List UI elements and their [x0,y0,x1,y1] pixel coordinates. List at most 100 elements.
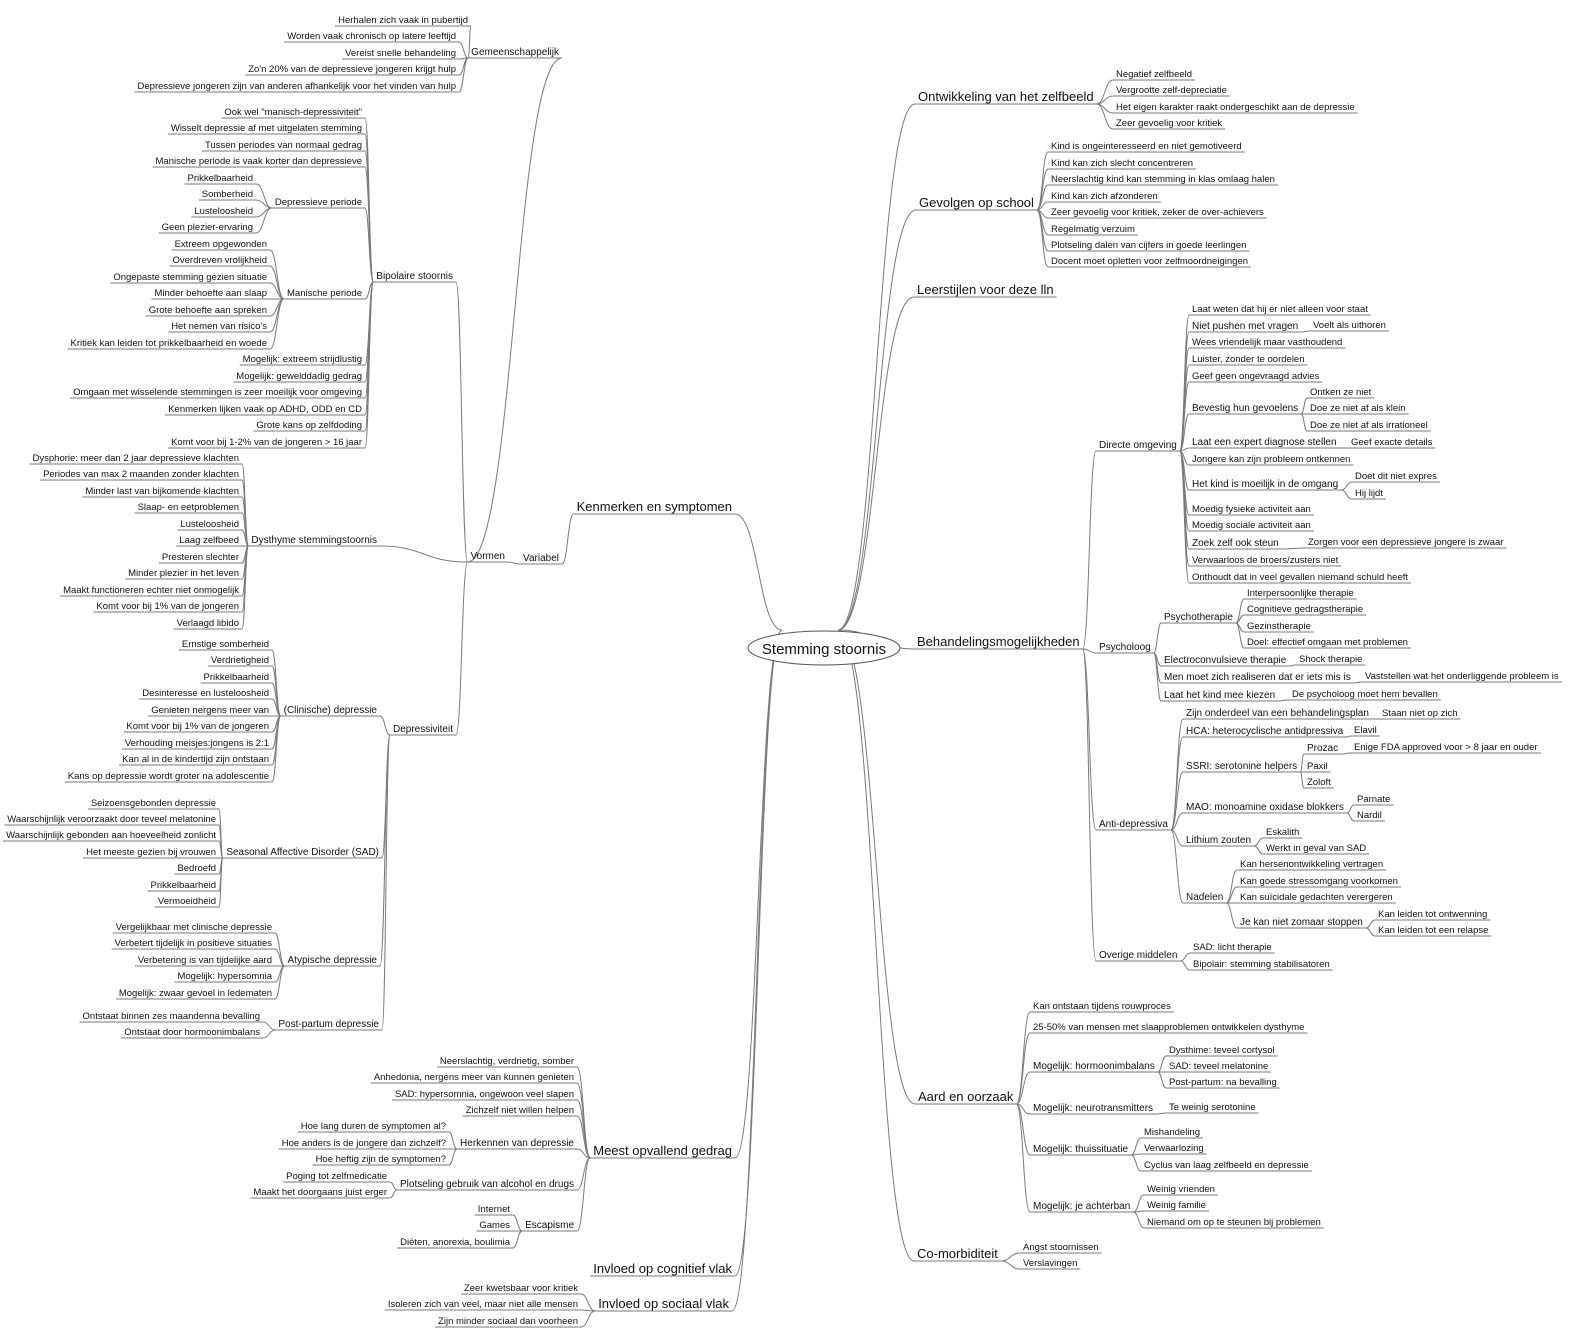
topic-vermoeidheid[interactable]: Vermoeidheid [158,896,216,907]
topic-worden-vaak-chronisch-op-latere-leeftijd[interactable]: Worden vaak chronisch op latere leeftijd [287,31,456,42]
topic-kan-leiden-tot-een-relapse[interactable]: Kan leiden tot een relapse [1378,925,1488,936]
topic-bevestig-hun-gevoelens[interactable]: Bevestig hun gevoelens [1192,403,1298,414]
topic-weinig-familie[interactable]: Weinig familie [1147,1200,1206,1211]
topic-hij-lijdt[interactable]: Hij lijdt [1355,488,1383,499]
topic-overdreven-vrolijkheid[interactable]: Overdreven vrolijkheid [172,255,267,266]
topic-ontstaat-binnen-zes-maandenna-bevalling[interactable]: Ontstaat binnen zes maandenna bevalling [83,1011,260,1022]
topic-interpersoonlijke-therapie[interactable]: Interpersoonlijke therapie [1247,588,1354,599]
topic-depressieve-jongeren-zijn-van-anderen-af[interactable]: Depressieve jongeren zijn van anderen af… [138,81,456,92]
topic-anhedonia-nergens-meer-van-kunnen-geniet[interactable]: Anhedonia, nergens meer van kunnen genie… [374,1072,574,1083]
topic-anti-depressiva[interactable]: Anti-depressiva [1099,819,1168,830]
topic-minder-behoefte-aan-slaap[interactable]: Minder behoefte aan slaap [155,288,268,299]
topic-waarschijnlijk-veroorzaakt-door-teveel-m[interactable]: Waarschijnlijk veroorzaakt door teveel m… [7,814,216,825]
topic-mogelijk-thuissituatie[interactable]: Mogelijk: thuissituatie [1033,1144,1128,1155]
topic-zeer-gevoelig-voor-kritiek[interactable]: Zeer gevoelig voor kritiek [1116,118,1222,129]
topic-zoloft[interactable]: Zoloft [1307,777,1331,788]
topic-atypische-depressie[interactable]: Atypische depressie [288,955,378,966]
topic-overige-middelen[interactable]: Overige middelen [1099,950,1177,961]
topic-de-psycholoog-moet-hem-bevallen[interactable]: De psycholoog moet hem bevallen [1292,689,1438,700]
topic-games[interactable]: Games [479,1220,510,1231]
topic-grote-behoefte-aan-spreken[interactable]: Grote behoefte aan spreken [149,305,267,316]
topic-wees-vriendelijk-maar-vasthoudend[interactable]: Wees vriendelijk maar vasthoudend [1192,337,1342,348]
topic-leerstijlen-voor-deze-lln[interactable]: Leerstijlen voor deze lln [917,282,1054,297]
topic-geen-plezier-ervaring[interactable]: Geen plezier-ervaring [162,222,253,233]
topic-slaap-en-eetproblemen[interactable]: Slaap- en eetproblemen [138,502,239,513]
topic-seasonal-affective-disorder-sad[interactable]: Seasonal Affective Disorder (SAD) [226,847,379,858]
topic-bipolair-stemming-stabilisatoren[interactable]: Bipolair: stemming stabilisatoren [1193,959,1330,970]
topic-kind-is-ongeinteresseerd-en-niet-gemotiv[interactable]: Kind is ongeinteresseerd en niet gemotiv… [1051,141,1242,152]
topic-doe-ze-niet-af-als-klein[interactable]: Doe ze niet af als klein [1310,403,1406,414]
topic-verhouding-meisjes-jongens-is-2-1[interactable]: Verhouding meisjes:jongens is 2:1 [125,738,269,749]
topic-ernstige-somberheid[interactable]: Ernstige somberheid [182,639,269,650]
topic-ontstaat-door-hormoonimbalans[interactable]: Ontstaat door hormoonimbalans [124,1027,260,1038]
topic-electroconvulsieve-therapie[interactable]: Electroconvulsieve therapie [1164,655,1287,666]
topic-ongepaste-stemming-gezien-situatie[interactable]: Ongepaste stemming gezien situatie [113,272,267,283]
topic-laat-het-kind-mee-kiezen[interactable]: Laat het kind mee kiezen [1164,690,1275,701]
topic-niemand-om-op-te-steunen-bij-problemen[interactable]: Niemand om op te steunen bij problemen [1147,1217,1321,1228]
topic-poging-tot-zelfmedicatie[interactable]: Poging tot zelfmedicatie [286,1171,387,1182]
topic-seizoensgebonden-depressie[interactable]: Seizoensgebonden depressie [91,798,216,809]
topic-manische-periode[interactable]: Manische periode [287,288,362,299]
topic-je-kan-niet-zomaar-stoppen[interactable]: Je kan niet zomaar stoppen [1240,917,1363,928]
topic-directe-omgeving[interactable]: Directe omgeving [1099,440,1177,451]
topic-het-eigen-karakter-raakt-ondergeschikt-a[interactable]: Het eigen karakter raakt ondergeschikt a… [1116,102,1355,113]
topic-waarschijnlijk-gebonden-aan-hoeveelheid-[interactable]: Waarschijnlijk gebonden aan hoeveelheid … [6,830,216,841]
topic-herkennen-van-depressie[interactable]: Herkennen van depressie [460,1138,574,1149]
topic-die-ten-anorexia-boulimia[interactable]: Diëten, anorexia, boulimia [400,1237,511,1248]
topic-co-morbiditeit[interactable]: Co-morbiditeit [917,1246,998,1261]
topic-prikkelbaarheid[interactable]: Prikkelbaarheid [151,880,216,891]
topic-nardil[interactable]: Nardil [1357,810,1382,821]
topic-moedig-sociale-activiteit-aan[interactable]: Moedig sociale activiteit aan [1192,520,1311,531]
topic-zijn-onderdeel-van-een-behandelingsplan[interactable]: Zijn onderdeel van een behandelingsplan [1186,708,1369,719]
topic-zijn-minder-sociaal-dan-voorheen[interactable]: Zijn minder sociaal dan voorheen [438,1316,578,1327]
topic-prikkelbaarheid[interactable]: Prikkelbaarheid [188,173,253,184]
topic-sad-hypersomnia-ongewoon-veel-slapen[interactable]: SAD: hypersomnia, ongewoon veel slapen [395,1089,574,1100]
topic-zeer-gevoelig-voor-kritiek-zeker-de-over[interactable]: Zeer gevoelig voor kritiek, zeker de ove… [1051,207,1264,218]
topic-gezinstherapie[interactable]: Gezinstherapie [1247,621,1311,632]
topic-mogelijk-gewelddadig-gedrag[interactable]: Mogelijk: gewelddadig gedrag [236,371,362,382]
topic-vaststellen-wat-het-onderliggende-proble[interactable]: Vaststellen wat het onderliggende proble… [1365,671,1559,682]
topic-kind-kan-zich-afzonderen[interactable]: Kind kan zich afzonderen [1051,191,1158,202]
topic-bipolaire-stoornis[interactable]: Bipolaire stoornis [376,271,453,282]
topic-mogelijk-extreem-strijdlustig[interactable]: Mogelijk: extreem strijdlustig [243,354,362,365]
topic-ontken-ze-niet[interactable]: Ontken ze niet [1310,387,1372,398]
topic-hoe-lang-duren-de-symptomen-al[interactable]: Hoe lang duren de symptomen al? [301,1121,446,1132]
topic-mogelijk-zwaar-gevoel-in-ledematen[interactable]: Mogelijk: zwaar gevoel in ledematen [119,988,272,999]
topic-doe-ze-niet-af-als-irrationeel[interactable]: Doe ze niet af als irrationeel [1310,420,1428,431]
topic-clinische-depressie[interactable]: (Clinische) depressie [284,705,378,716]
topic-kenmerken-en-symptomen[interactable]: Kenmerken en symptomen [577,499,732,514]
topic-weinig-vrienden[interactable]: Weinig vrienden [1147,1184,1215,1195]
topic-komt-voor-bij-1-van-de-jongeren[interactable]: Komt voor bij 1% van de jongeren [96,601,239,612]
topic-tussen-periodes-van-normaal-gedrag[interactable]: Tussen periodes van normaal gedrag [205,140,362,151]
topic-post-partum-depressie[interactable]: Post-partum depressie [278,1019,379,1030]
topic-niet-pushen-met-vragen[interactable]: Niet pushen met vragen [1192,321,1298,332]
topic-kan-ontstaan-tijdens-rouwproces[interactable]: Kan ontstaan tijdens rouwproces [1033,1001,1171,1012]
topic-angst-stoornissen[interactable]: Angst stoornissen [1023,1242,1099,1253]
topic-cognitieve-gedragstherapie[interactable]: Cognitieve gedragstherapie [1247,604,1363,615]
topic-plotseling-gebruik-van-alcohol-en-drugs[interactable]: Plotseling gebruik van alcohol en drugs [400,1179,574,1190]
topic-behandelingsmogelijkheden[interactable]: Behandelingsmogelijkheden [917,634,1080,649]
topic-post-partum-na-bevalling[interactable]: Post-partum: na bevalling [1169,1077,1277,1088]
topic-maakt-het-doorgaans-juist-erger[interactable]: Maakt het doorgaans juist erger [253,1187,387,1198]
topic-jongere-kan-zijn-probleem-ontkennen[interactable]: Jongere kan zijn probleem ontkennen [1192,454,1350,465]
topic-genieten-nergens-meer-van[interactable]: Genieten nergens meer van [151,705,269,716]
topic-laat-weten-dat-hij-er-niet-alleen-voor-s[interactable]: Laat weten dat hij er niet alleen voor s… [1192,304,1368,315]
topic-sad-teveel-melatonine[interactable]: SAD: teveel melatonine [1169,1061,1268,1072]
topic-het-meeste-gezien-bij-vrouwen[interactable]: Het meeste gezien bij vrouwen [86,847,216,858]
topic-docent-moet-opletten-voor-zelfmoordneigi[interactable]: Docent moet opletten voor zelfmoordneigi… [1051,256,1248,267]
topic-zo-n-20-van-de-depressieve-jongeren-krij[interactable]: Zo'n 20% van de depressieve jongeren kri… [248,64,456,75]
topic-depressiviteit[interactable]: Depressiviteit [393,724,453,735]
topic-hoe-anders-is-de-jongere-dan-zichzelf[interactable]: Hoe anders is de jongere dan zichzelf? [282,1138,446,1149]
topic-mogelijk-hypersomnia[interactable]: Mogelijk: hypersomnia [177,971,272,982]
topic-prozac[interactable]: Prozac [1307,743,1338,754]
topic-moedig-fysieke-activiteit-aan[interactable]: Moedig fysieke activiteit aan [1192,504,1311,515]
topic-grote-kans-op-zelfdoding[interactable]: Grote kans op zelfdoding [256,420,362,431]
topic-lithium-zouten[interactable]: Lithium zouten [1186,835,1251,846]
topic-enige-fda-approved-voor-8-jaar-en-ouder[interactable]: Enige FDA approved voor > 8 jaar en oude… [1354,742,1538,753]
topic-variabel[interactable]: Variabel [523,553,559,564]
root-topic[interactable]: Stemming stoornis [762,641,886,658]
topic-zichzelf-niet-willen-helpen[interactable]: Zichzelf niet willen helpen [466,1105,574,1116]
topic-herhalen-zich-vaak-in-pubertijd[interactable]: Herhalen zich vaak in pubertijd [338,15,468,26]
topic-verdrietigheid[interactable]: Verdrietigheid [211,655,269,666]
topic-kenmerken-lijken-vaak-op-adhd-odd-en-cd[interactable]: Kenmerken lijken vaak op ADHD, ODD en CD [168,404,362,415]
